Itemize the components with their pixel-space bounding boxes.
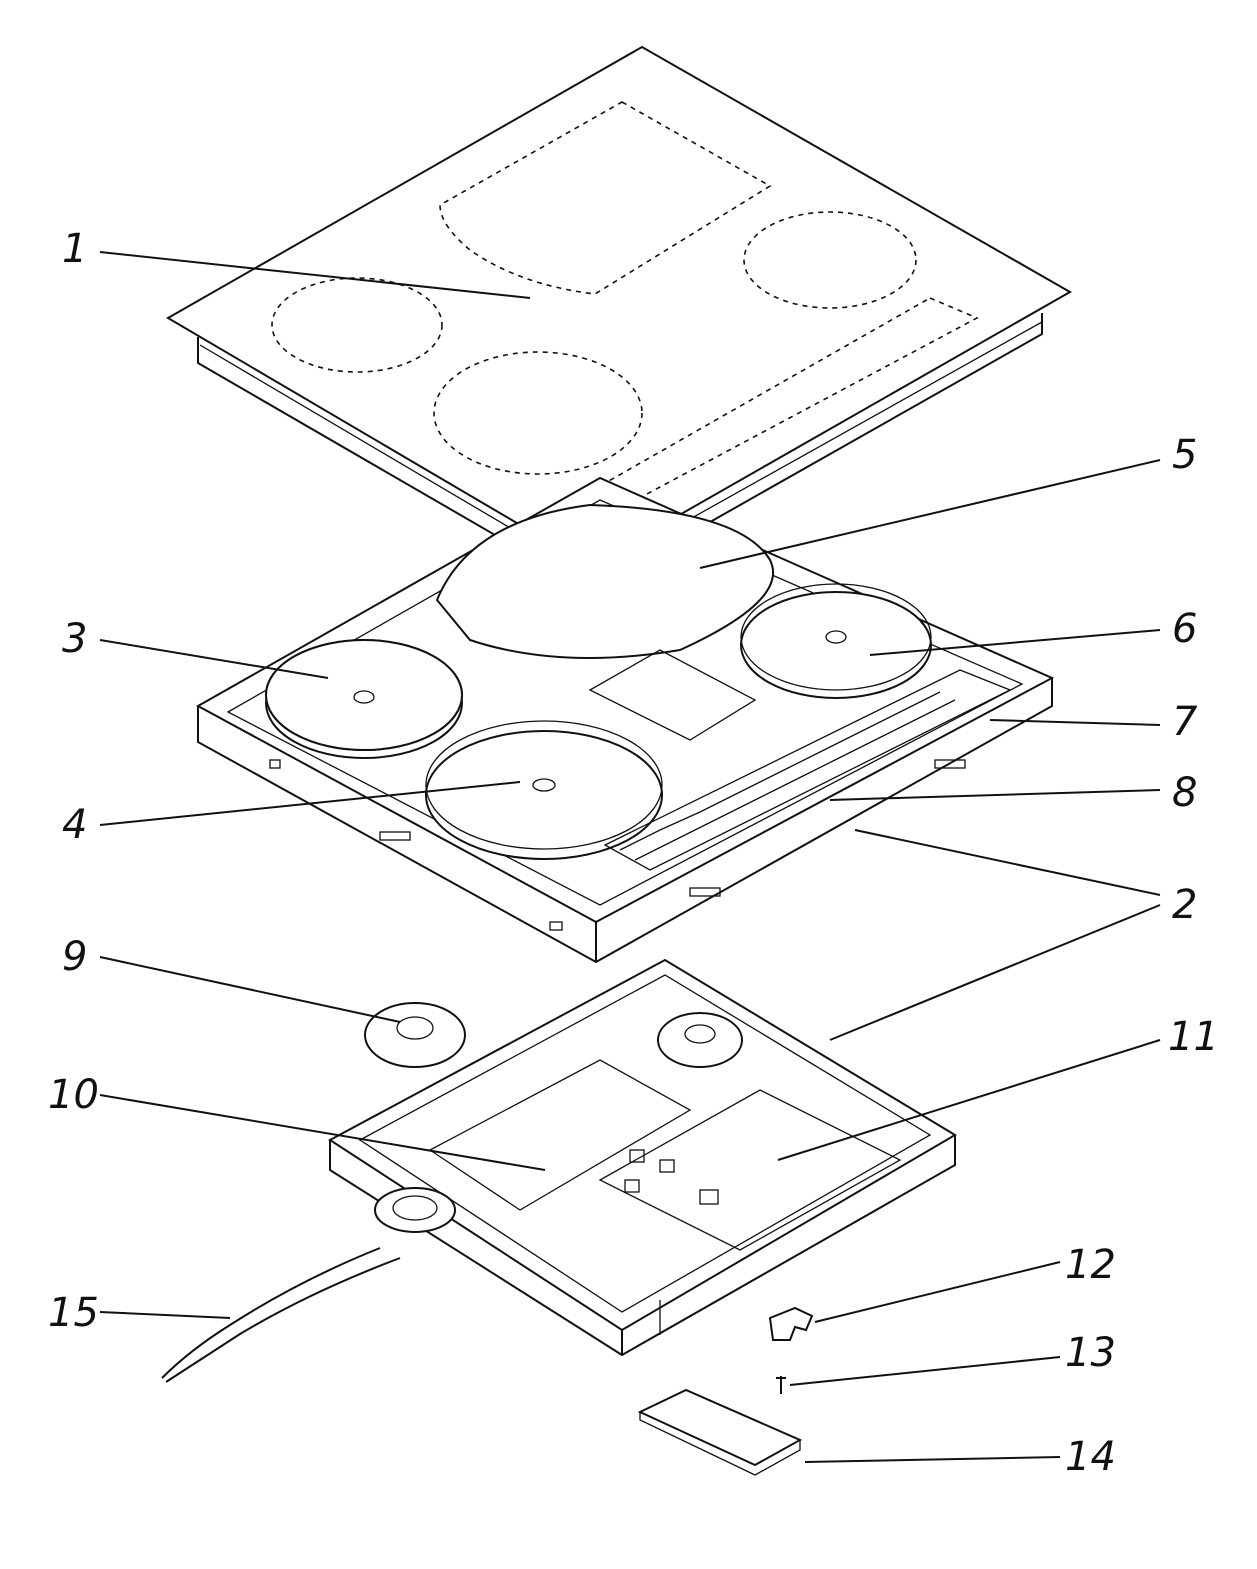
label-15: 15 <box>48 1290 99 1336</box>
leader-lines <box>99 251 1161 1463</box>
frame-tray <box>195 476 1055 963</box>
label-6: 6 <box>1172 606 1197 652</box>
cover-plate <box>637 1388 803 1476</box>
label-10: 10 <box>48 1072 99 1118</box>
bottom-housing <box>328 958 957 1356</box>
label-9: 9 <box>62 934 87 980</box>
label-14: 14 <box>1065 1434 1116 1480</box>
label-11: 11 <box>1168 1014 1219 1060</box>
power-cable <box>161 1247 401 1383</box>
label-2: 2 <box>1172 882 1197 928</box>
label-8: 8 <box>1172 770 1197 816</box>
label-4: 4 <box>62 802 87 848</box>
label-13: 13 <box>1065 1330 1116 1376</box>
label-5: 5 <box>1172 432 1197 478</box>
cable-clamp <box>768 1306 814 1341</box>
part-labels: 1 2 3 4 5 6 7 8 9 10 11 12 13 14 15 <box>48 226 1219 1480</box>
label-12: 12 <box>1065 1242 1116 1288</box>
label-7: 7 <box>1172 699 1198 745</box>
label-3: 3 <box>62 616 87 662</box>
screw <box>776 1376 786 1394</box>
label-1: 1 <box>62 226 87 272</box>
